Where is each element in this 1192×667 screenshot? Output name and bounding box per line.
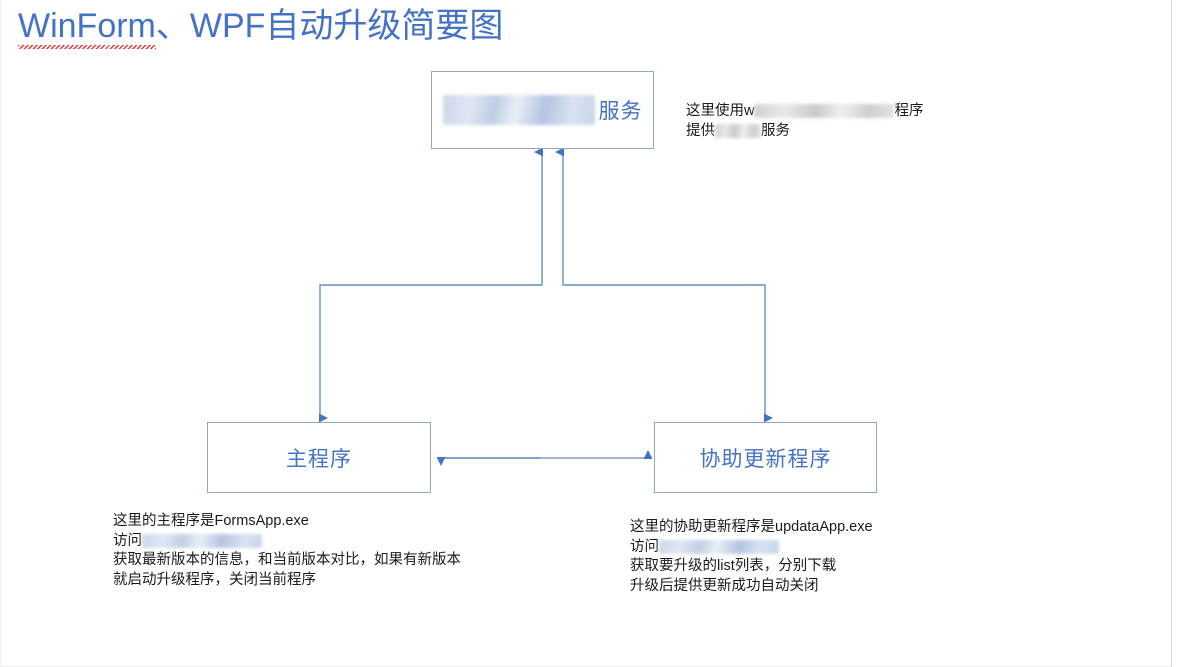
node-main-app-label: 主程序 xyxy=(286,447,352,471)
node-updater-app[interactable]: 协助更新程序 xyxy=(654,422,877,493)
annotation-text: 访问 xyxy=(630,538,659,555)
page-edge-left xyxy=(0,0,1,667)
page-title: WinForm、WPF自动升级简要图 xyxy=(18,4,504,49)
title-remainder: 、WPF自动升级简要图 xyxy=(155,7,504,45)
annotation-service: 这里使用w 程序提供 服务 xyxy=(686,102,923,141)
annotation-text: 获取要升级的list列表，分别下载 xyxy=(630,558,837,574)
annotation-text: 提供 xyxy=(686,122,715,139)
connector-updater-to-service xyxy=(555,147,765,286)
annotation-main-app: 这里的主程序是FormsApp.exe 访问获取最新版本的信息，和当前版本对比，如… xyxy=(113,512,461,590)
annotation-line: 获取最新版本的信息，和当前版本对比，如果有新版本 xyxy=(113,551,461,571)
redacted-text-run xyxy=(659,539,779,554)
annotation-text: 升级后提供更新成功自动关闭 xyxy=(630,577,819,594)
node-service[interactable]: 服务 xyxy=(431,71,654,149)
annotation-text: 这里使用w xyxy=(686,103,755,119)
annotation-updater-app: 这里的协助更新程序是updataApp.exe 访问获取要升级的list列表，分别… xyxy=(630,518,873,596)
connector-service-to-updater xyxy=(563,284,773,423)
node-main-app[interactable]: 主程序 xyxy=(207,422,431,493)
annotation-text: 就启动升级程序，关闭当前程序 xyxy=(113,571,316,588)
annotation-text: 访问 xyxy=(113,532,142,549)
annotation-line: 这里的协助更新程序是updataApp.exe xyxy=(630,518,873,538)
annotation-line: 访问 xyxy=(113,532,461,552)
annotation-line: 提供 服务 xyxy=(686,122,923,142)
annotation-text: 这里的协助更新程序是updataApp.exe xyxy=(630,519,873,535)
annotation-line: 这里使用w 程序 xyxy=(686,102,923,122)
annotation-text: 程序 xyxy=(894,103,924,119)
annotation-line: 获取要升级的list列表，分别下载 xyxy=(630,557,873,577)
service-name-redaction xyxy=(442,95,595,125)
connector-main-to-service xyxy=(320,147,543,286)
connector-service-to-main xyxy=(319,284,542,423)
annotation-text: 获取最新版本的信息，和当前版本对比，如果有新版本 xyxy=(113,552,461,568)
node-service-label: 服务 xyxy=(598,100,643,123)
annotation-line: 升级后提供更新成功自动关闭 xyxy=(630,577,873,597)
redacted-text-run xyxy=(754,104,895,119)
title-spellchecked-word: WinForm xyxy=(18,4,156,49)
annotation-line: 这里的主程序是FormsApp.exe xyxy=(113,512,461,532)
redacted-text-run xyxy=(715,123,761,138)
annotation-line: 访问 xyxy=(630,538,873,558)
redacted-text-run xyxy=(142,533,262,548)
page-edge-right xyxy=(1171,0,1172,667)
annotation-text: 这里的主程序是FormsApp.exe xyxy=(113,513,309,529)
node-updater-app-label: 协助更新程序 xyxy=(699,447,832,471)
annotation-text: 服务 xyxy=(761,122,790,139)
annotation-line: 就启动升级程序，关闭当前程序 xyxy=(113,571,461,591)
